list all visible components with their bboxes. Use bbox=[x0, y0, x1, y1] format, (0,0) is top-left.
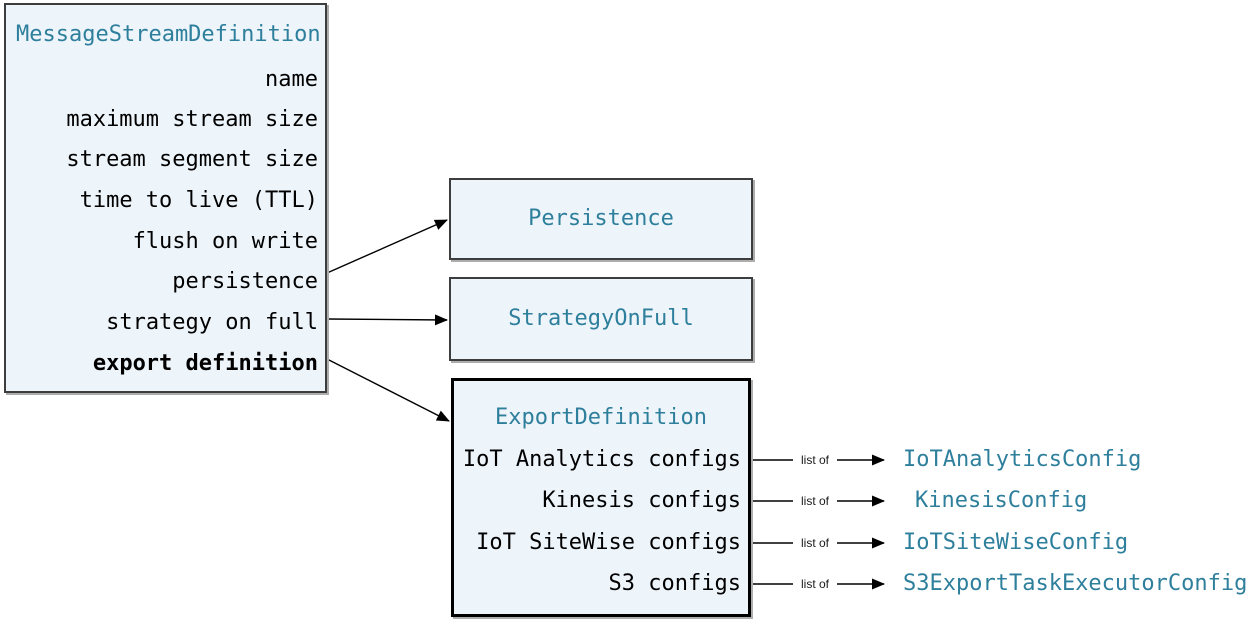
persistence-title: Persistence bbox=[528, 206, 674, 231]
field-time-to-live: time to live (TTL) bbox=[79, 188, 318, 213]
export-definition-title: ExportDefinition bbox=[495, 405, 707, 430]
field-s3-configs: S3 configs bbox=[608, 571, 741, 596]
strategy-on-full-title: StrategyOnFull bbox=[508, 306, 694, 331]
message-stream-definition-title: MessageStreamDefinition bbox=[16, 22, 321, 47]
field-persistence: persistence bbox=[172, 269, 318, 294]
arrow-persistence bbox=[326, 219, 448, 274]
field-strategy-on-full: strategy on full bbox=[106, 310, 318, 335]
relation-label-list-of: list of bbox=[793, 452, 837, 468]
arrow-export-definition bbox=[326, 358, 450, 422]
field-maximum-stream-size: maximum stream size bbox=[66, 107, 318, 132]
field-flush-on-write: flush on write bbox=[132, 229, 318, 254]
persistence-box: Persistence bbox=[449, 178, 753, 260]
message-stream-definition-box: MessageStreamDefinition name maximum str… bbox=[4, 3, 327, 393]
type-s3-export-task-executor-config: S3ExportTaskExecutorConfig bbox=[903, 571, 1248, 596]
export-definition-box: ExportDefinition IoT Analytics configs K… bbox=[451, 378, 751, 617]
type-kinesis-config: KinesisConfig bbox=[915, 488, 1088, 513]
type-iot-analytics-config: IoTAnalyticsConfig bbox=[903, 447, 1142, 472]
relation-label-list-of: list of bbox=[793, 493, 837, 509]
field-stream-segment-size: stream segment size bbox=[66, 147, 318, 172]
field-export-definition: export definition bbox=[92, 351, 318, 376]
field-iot-analytics-configs: IoT Analytics configs bbox=[462, 447, 741, 472]
field-iot-sitewise-configs: IoT SiteWise configs bbox=[476, 530, 741, 555]
relation-label-list-of: list of bbox=[793, 576, 837, 592]
relation-label-list-of: list of bbox=[793, 535, 837, 551]
field-name: name bbox=[265, 67, 318, 92]
strategy-on-full-box: StrategyOnFull bbox=[449, 277, 753, 361]
type-iot-sitewise-config: IoTSiteWiseConfig bbox=[903, 530, 1129, 555]
field-kinesis-configs: Kinesis configs bbox=[542, 488, 741, 513]
arrow-strategy-on-full bbox=[326, 314, 448, 326]
